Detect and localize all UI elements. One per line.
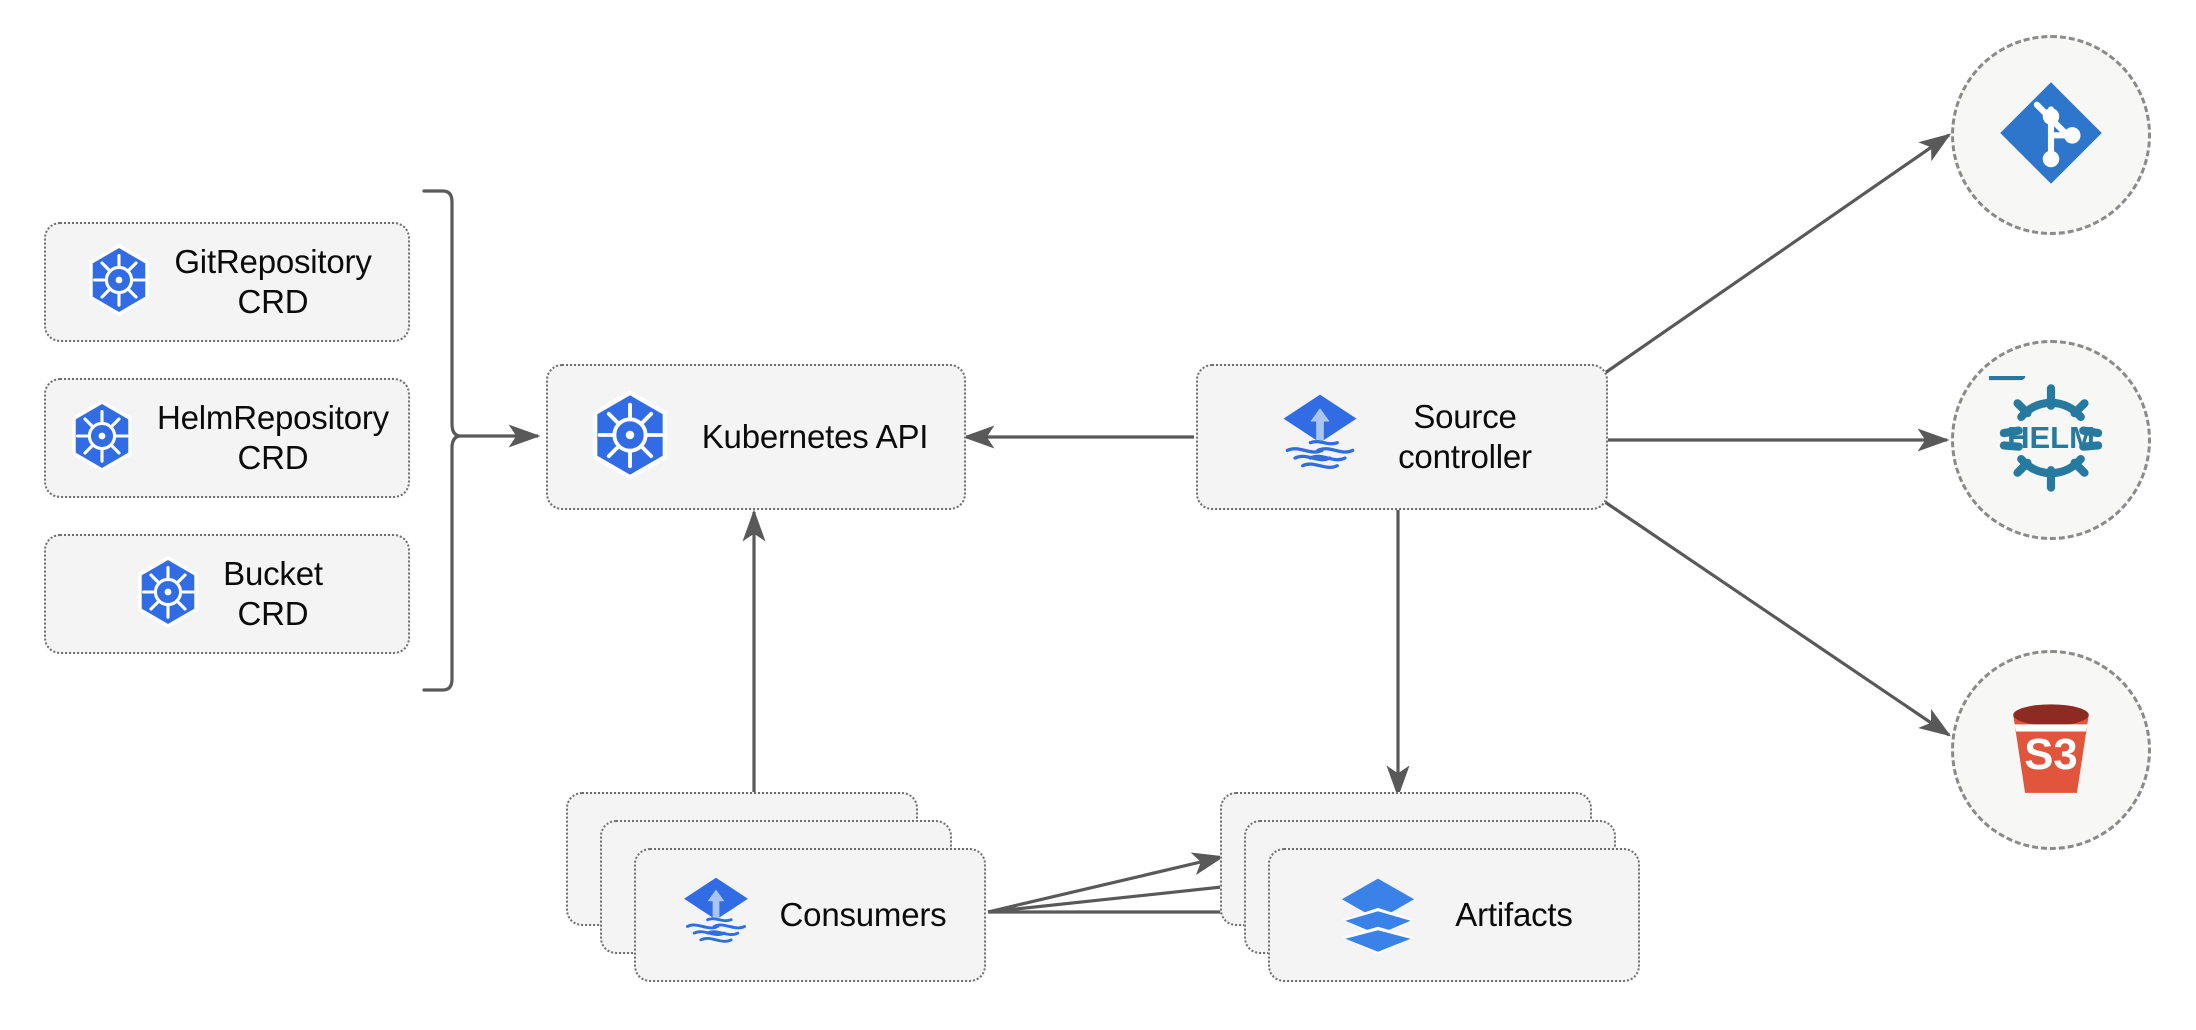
s3-icon: S3 [1992, 689, 2110, 812]
s3-wordmark: S3 [2024, 730, 2077, 779]
edge-consumers-to-artifacts-1 [987, 852, 1225, 914]
provider-helm-circle[interactable]: HELM [1951, 340, 2151, 540]
flux-icon [674, 871, 758, 960]
kubernetes-icon [82, 243, 156, 322]
layers-icon [1335, 870, 1421, 961]
crd-card-label: Bucket CRD [223, 554, 323, 632]
crd-group-bracket [422, 189, 462, 692]
edge-source-controller-to-git [1601, 133, 1952, 377]
crd-card-helmrepository[interactable]: HelmRepository CRD [44, 378, 410, 498]
kubernetes-api-node[interactable]: Kubernetes API [546, 364, 966, 510]
consumers-label: Consumers [779, 895, 947, 933]
artifacts-label: Artifacts [1455, 895, 1573, 933]
kubernetes-icon [584, 389, 676, 486]
consumers-stack[interactable]: Consumers [566, 792, 986, 982]
edge-consumers-to-artifacts-2 [987, 875, 1253, 914]
helm-icon: HELM [1984, 371, 2113, 505]
artifacts-stack[interactable]: Artifacts [1220, 792, 1640, 982]
edge-source-controller-to-s3 [1601, 498, 1952, 737]
source-controller-node[interactable]: Source controller [1196, 364, 1608, 510]
crd-card-label: HelmRepository CRD [157, 398, 389, 476]
flux-icon [1272, 387, 1368, 488]
crd-card-bucket[interactable]: Bucket CRD [44, 534, 410, 654]
provider-s3-circle[interactable]: S3 [1951, 650, 2151, 850]
artifacts-card-front[interactable]: Artifacts [1268, 848, 1640, 982]
kubernetes-icon [131, 555, 205, 634]
provider-git-circle[interactable] [1951, 35, 2151, 235]
helm-wordmark: HELM [2007, 419, 2095, 454]
crd-card-label: GitRepository CRD [174, 242, 372, 320]
source-controller-label: Source controller [1398, 397, 1532, 475]
kubernetes-icon [65, 399, 139, 478]
crd-card-gitrepository[interactable]: GitRepository CRD [44, 222, 410, 342]
git-icon [1992, 74, 2110, 197]
kubernetes-api-label: Kubernetes API [701, 417, 929, 455]
consumers-card-front[interactable]: Consumers [634, 848, 986, 982]
